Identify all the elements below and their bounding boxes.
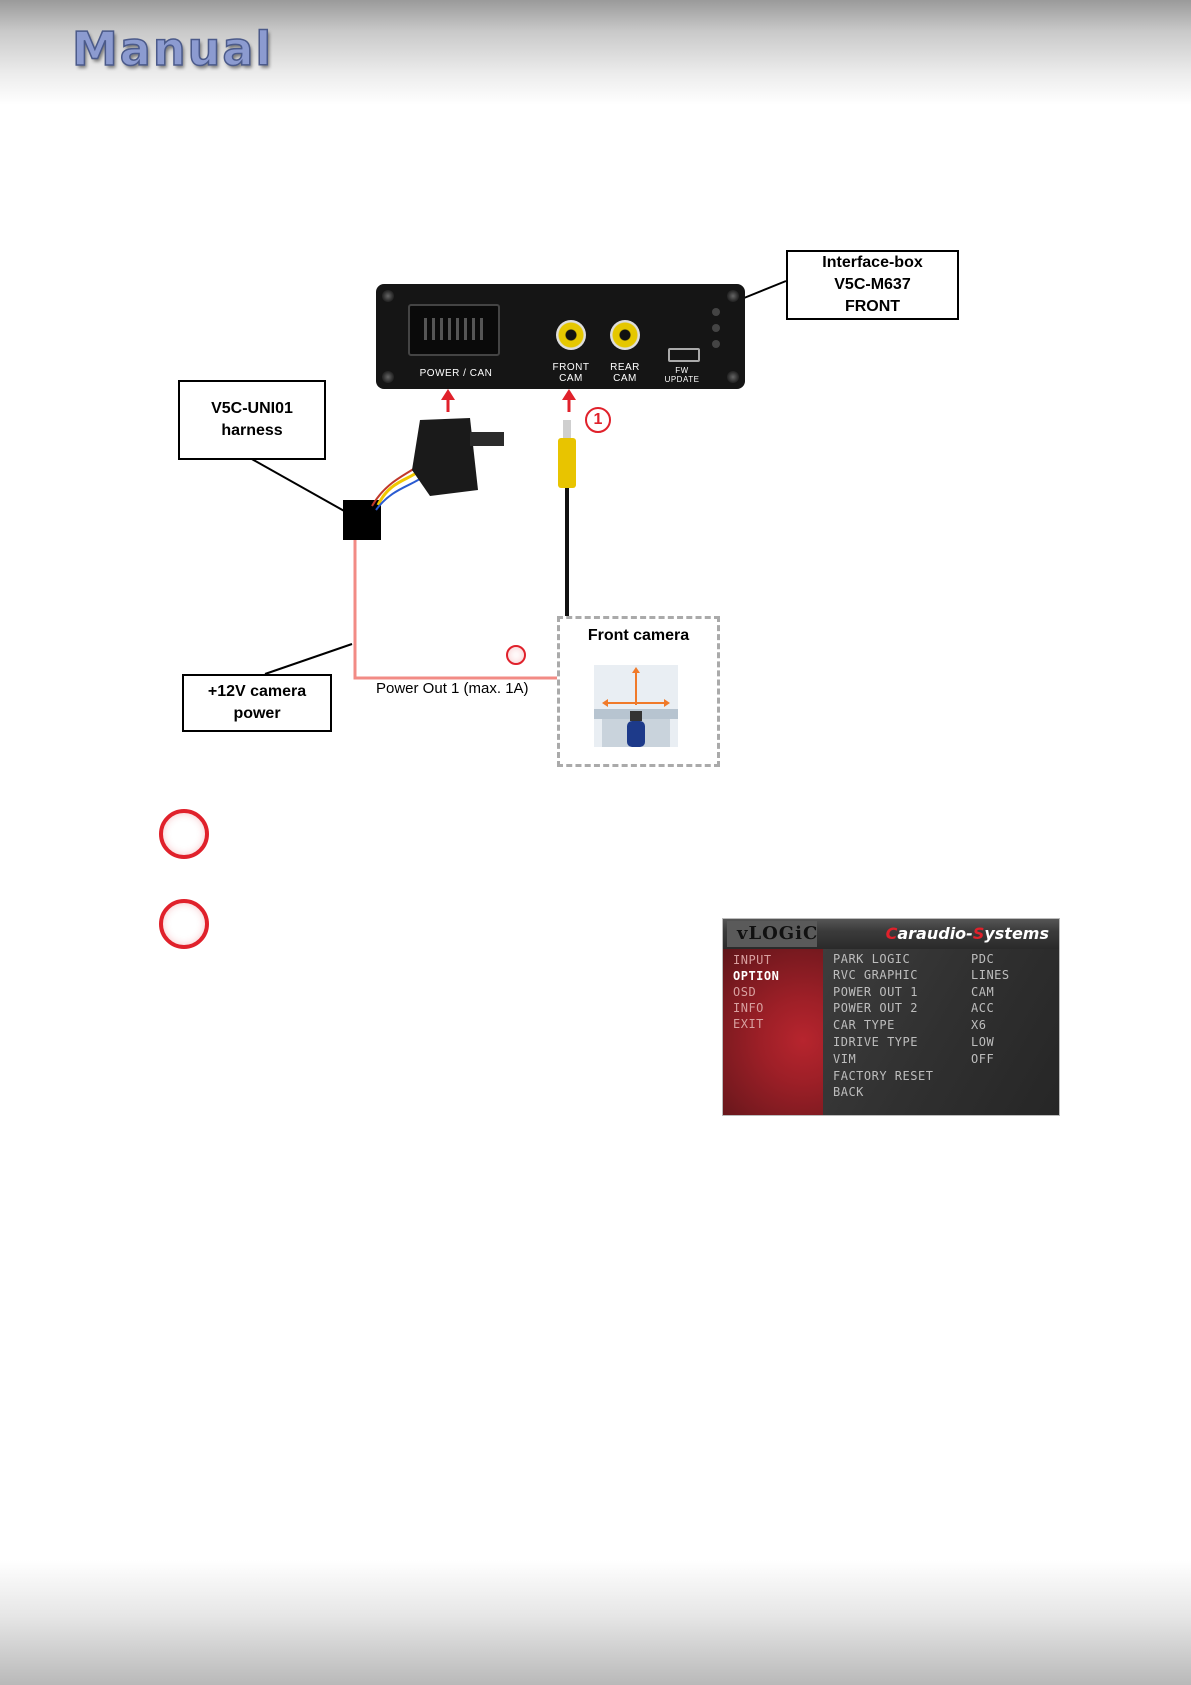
front-camera-title: Front camera bbox=[587, 627, 690, 644]
osd-main-menu: INPUT OPTION OSD INFO EXIT bbox=[723, 949, 823, 1115]
osd-option-value: X6 bbox=[971, 1018, 987, 1032]
brand-c: C bbox=[885, 924, 898, 943]
front-camera-illustration bbox=[594, 665, 678, 747]
osd-option-value: LOW bbox=[971, 1035, 995, 1049]
section-2-marker bbox=[159, 899, 209, 949]
osd-option-value: LINES bbox=[971, 968, 1010, 982]
screw-icon bbox=[727, 290, 739, 302]
status-led bbox=[712, 324, 720, 332]
osd-option-label: BACK bbox=[833, 1085, 864, 1099]
vlogic-logo: vLOGiC bbox=[727, 921, 817, 947]
screw-icon bbox=[382, 371, 394, 383]
osd-option-label: CAR TYPE bbox=[833, 1018, 895, 1032]
caraudio-brand: Caraudio-Systems bbox=[886, 924, 1049, 943]
screw-icon bbox=[382, 290, 394, 302]
osd-menu-item: INFO bbox=[733, 1001, 764, 1015]
harness-plug-latch bbox=[470, 432, 504, 446]
power-wire bbox=[353, 540, 557, 680]
step-2-marker bbox=[506, 645, 526, 665]
harness-leader-line bbox=[249, 457, 347, 513]
brand-mid: araudio- bbox=[897, 924, 973, 943]
osd-option-label: RVC GRAPHIC bbox=[833, 968, 918, 982]
rca-plug-body bbox=[558, 438, 576, 488]
osd-menu-item: OPTION bbox=[733, 969, 780, 983]
brand-s: S bbox=[972, 924, 985, 943]
osd-option-value: OFF bbox=[971, 1052, 995, 1066]
step-1-marker: 1 bbox=[585, 407, 611, 433]
section-1-marker bbox=[159, 809, 209, 859]
rca-plug-tip bbox=[563, 420, 571, 440]
osd-option-label: PARK LOGIC bbox=[833, 952, 911, 966]
osd-menu-screenshot: vLOGiC Caraudio-Systems INPUT OPTION OSD… bbox=[722, 918, 1060, 1116]
harness-junction-block bbox=[343, 500, 381, 540]
osd-option-label: POWER OUT 1 bbox=[833, 985, 918, 999]
osd-option-value: ACC bbox=[971, 1001, 995, 1015]
camera-power-label: +12V camera power bbox=[182, 674, 332, 732]
page-footer-band bbox=[0, 1560, 1191, 1685]
harness-plug bbox=[412, 418, 478, 496]
power-arrow-head bbox=[441, 389, 455, 400]
brand-end: ystems bbox=[984, 924, 1049, 943]
osd-menu-item: EXIT bbox=[733, 1017, 764, 1031]
port-label-rear-cam: REAR CAM bbox=[610, 362, 640, 384]
front-cam-rca-jack bbox=[556, 320, 586, 350]
power-can-connector bbox=[408, 304, 500, 356]
power-out-label: Power Out 1 (max. 1A) bbox=[376, 680, 529, 697]
power-leader-line bbox=[264, 643, 353, 675]
rear-cam-rca-jack bbox=[610, 320, 640, 350]
usb-port bbox=[668, 348, 700, 362]
osd-option-label: POWER OUT 2 bbox=[833, 1001, 918, 1015]
osd-option-label: FACTORY RESET bbox=[833, 1069, 934, 1083]
osd-option-label: IDRIVE TYPE bbox=[833, 1035, 918, 1049]
osd-header: vLOGiC Caraudio-Systems bbox=[723, 919, 1059, 949]
osd-option-value: PDC bbox=[971, 952, 995, 966]
interface-leader-line bbox=[743, 280, 787, 299]
screw-icon bbox=[727, 371, 739, 383]
port-label-fw-update: FW UPDATE bbox=[664, 366, 700, 384]
osd-menu-item: INPUT bbox=[733, 953, 772, 967]
harness-label: V5C-UNI01 harness bbox=[178, 380, 326, 460]
interface-box-device: POWER / CAN FRONT CAM REAR CAM FW UPDATE bbox=[376, 284, 745, 389]
osd-option-list: PARK LOGIC PDC RVC GRAPHIC LINES POWER O… bbox=[823, 949, 1059, 1115]
status-led bbox=[712, 340, 720, 348]
page-header-band bbox=[0, 0, 1191, 105]
port-label-front-cam: FRONT CAM bbox=[552, 362, 590, 384]
osd-option-value: CAM bbox=[971, 985, 995, 999]
front-camera-box: Front camera bbox=[557, 616, 720, 767]
manual-logo: Manual bbox=[71, 21, 274, 77]
osd-menu-item: OSD bbox=[733, 985, 757, 999]
port-label-power: POWER / CAN bbox=[419, 368, 493, 379]
osd-option-label: VIM bbox=[833, 1052, 857, 1066]
status-led bbox=[712, 308, 720, 316]
interface-box-label: Interface-box V5C-M637 FRONT bbox=[786, 250, 959, 320]
step-1-number: 1 bbox=[593, 411, 603, 428]
front-cam-arrow-head bbox=[562, 389, 576, 400]
